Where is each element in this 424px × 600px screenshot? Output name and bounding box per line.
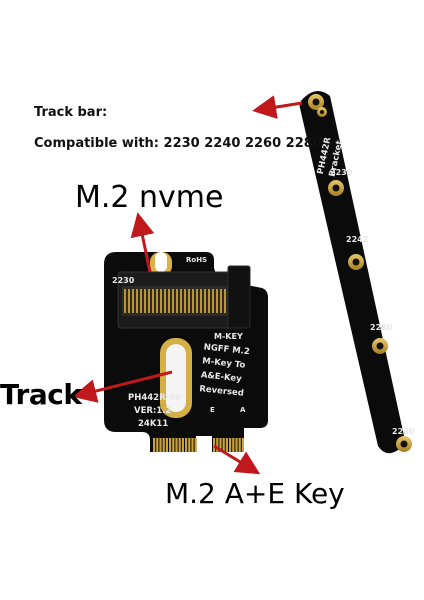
bracket-hole-2280 (396, 436, 412, 452)
gold-contact (175, 438, 178, 452)
arrow-nvme (130, 212, 155, 273)
gold-contact (216, 438, 219, 452)
callout-ae-key: M.2 A+E Key (165, 477, 345, 510)
socket-pin (140, 289, 142, 313)
gold-contact (222, 438, 225, 452)
socket-pin (204, 289, 206, 313)
socket-pin (180, 289, 182, 313)
bracket-hole-2242 (348, 254, 364, 270)
socket-pin (132, 289, 134, 313)
rohs-label: RoHS (186, 256, 207, 264)
desc-line-2: M-Key To (202, 356, 246, 370)
gold-contact (162, 438, 165, 452)
key-letter-a: A (240, 406, 246, 414)
socket-pin (124, 289, 126, 313)
bracket-size-2242: 2242 (346, 235, 368, 244)
callout-nvme: M.2 nvme (75, 180, 224, 215)
version-label: VER:1.2 (134, 406, 171, 416)
socket-pin (168, 289, 170, 313)
track-bracket: PH442R Bracket 2230 2242 2260 2280 (299, 91, 415, 454)
batch-label: 24K11 (138, 419, 168, 429)
gold-contact (169, 438, 172, 452)
bracket-hole-top (308, 94, 327, 117)
socket-pin (156, 289, 158, 313)
gold-contact (172, 438, 175, 452)
socket-pin (136, 289, 138, 313)
socket-pin (188, 289, 190, 313)
callout-arrows (72, 95, 303, 475)
gold-contact (159, 438, 162, 452)
socket-pin (160, 289, 162, 313)
gold-contact (178, 438, 181, 452)
gold-contact (238, 438, 241, 452)
gold-contact (219, 438, 222, 452)
gold-contact (156, 438, 159, 452)
bracket-size-2260: 2260 (370, 323, 393, 332)
socket-pin (172, 289, 174, 313)
gold-contact (188, 438, 191, 452)
gold-contact (185, 438, 188, 452)
gold-contact (232, 438, 235, 452)
gold-contact (229, 438, 232, 452)
socket-pin (196, 289, 198, 313)
gold-contacts (153, 438, 244, 452)
model-label: PH442R-30 (128, 393, 181, 403)
gold-contact (213, 438, 216, 452)
desc-line-3: A&E-Key (200, 370, 242, 384)
arrow-ae-key (213, 444, 261, 475)
gold-contact (191, 438, 194, 452)
socket-pin (192, 289, 194, 313)
socket-pin (212, 289, 214, 313)
socket-pin (200, 289, 202, 313)
socket-pin (128, 289, 130, 313)
bracket-hole-2230 (328, 180, 344, 196)
socket-pin (216, 289, 218, 313)
socket-pin (208, 289, 210, 313)
socket-pin (164, 289, 166, 313)
bracket-size-2230: 2230 (330, 168, 353, 177)
compatibility-note: Compatible with: 2230 2240 2260 2280 (34, 136, 322, 151)
board-size-label: 2230 (112, 276, 135, 285)
gold-contact (194, 438, 197, 452)
bracket-hole-2260 (372, 338, 388, 354)
socket-pin (176, 289, 178, 313)
gold-contact (153, 438, 156, 452)
gold-contact (235, 438, 238, 452)
gold-contact (241, 438, 244, 452)
desc-line-1: NGFF M.2 (203, 342, 250, 357)
bracket-size-2280: 2280 (392, 427, 415, 436)
desc-line-4: Reversed (199, 384, 245, 399)
socket-pin (144, 289, 146, 313)
adapter-board: 2230 RoHS M-KEY NGFF M.2 M-Key To A&E-Ke… (104, 252, 268, 452)
arrow-track-bar (252, 95, 303, 119)
gold-contact (225, 438, 228, 452)
mkey-label: M-KEY (214, 332, 243, 341)
socket-pin (224, 289, 226, 313)
socket-pin (152, 289, 154, 313)
track-bar-note: Track bar: (34, 105, 108, 120)
socket-pin (220, 289, 222, 313)
socket-pin (184, 289, 186, 313)
callout-track: Track (0, 378, 82, 411)
key-letter-e: E (210, 406, 215, 414)
gold-contact (181, 438, 184, 452)
arrow-track (72, 370, 173, 403)
socket-pin (148, 289, 150, 313)
gold-contact (165, 438, 168, 452)
m2-socket-connector (117, 265, 251, 329)
